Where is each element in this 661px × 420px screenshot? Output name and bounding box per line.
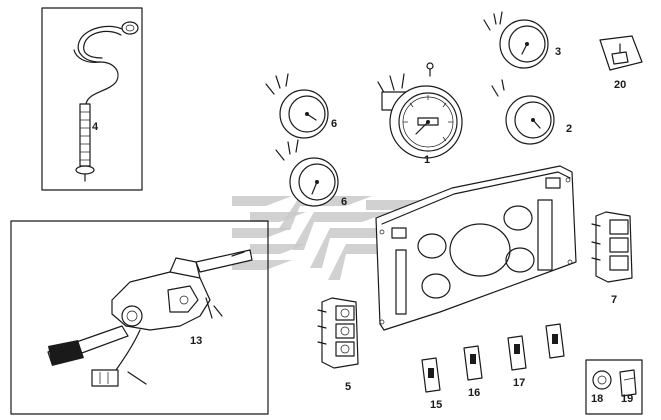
callout-1: 1	[424, 154, 430, 166]
switch-block-5-drawing	[317, 297, 359, 369]
callout-6a: 6	[331, 118, 337, 130]
speedometer-drawing	[377, 62, 463, 159]
frame-part-4	[41, 7, 143, 191]
callout-15: 15	[430, 399, 442, 411]
gauge-6a-drawing	[265, 73, 329, 139]
callout-3: 3	[555, 46, 561, 58]
watermark-logo	[232, 196, 428, 280]
frame-part-13	[10, 220, 269, 415]
callout-5: 5	[345, 381, 351, 393]
callout-2: 2	[566, 123, 572, 135]
rocker-switch-extra-drawing	[545, 323, 565, 359]
callout-6b: 6	[341, 196, 347, 208]
callout-17: 17	[513, 377, 525, 389]
relay-20-drawing	[599, 35, 643, 71]
gauge-3-drawing	[483, 11, 549, 69]
frame-part-18-19	[585, 359, 643, 415]
rocker-switch-15-drawing	[421, 357, 441, 393]
speedometer-cable-drawing	[73, 21, 139, 182]
callout-16: 16	[468, 387, 480, 399]
switch-block-7-drawing	[591, 211, 633, 283]
callout-7: 7	[611, 294, 617, 306]
socket-19-drawing	[619, 369, 637, 397]
rocker-switch-17-drawing	[507, 335, 527, 371]
gauge-6b-drawing	[275, 139, 339, 207]
callout-4: 4	[92, 121, 99, 133]
instrument-panel-drawing	[375, 165, 577, 331]
lamp-18-drawing	[592, 370, 612, 390]
gauge-2-drawing	[491, 79, 555, 145]
callout-13: 13	[190, 335, 202, 347]
steering-column-switch-drawing	[47, 249, 253, 387]
callout-19: 19	[621, 393, 633, 405]
callout-18: 18	[591, 393, 603, 405]
rocker-switch-16-drawing	[463, 345, 483, 381]
callout-20: 20	[614, 79, 626, 91]
